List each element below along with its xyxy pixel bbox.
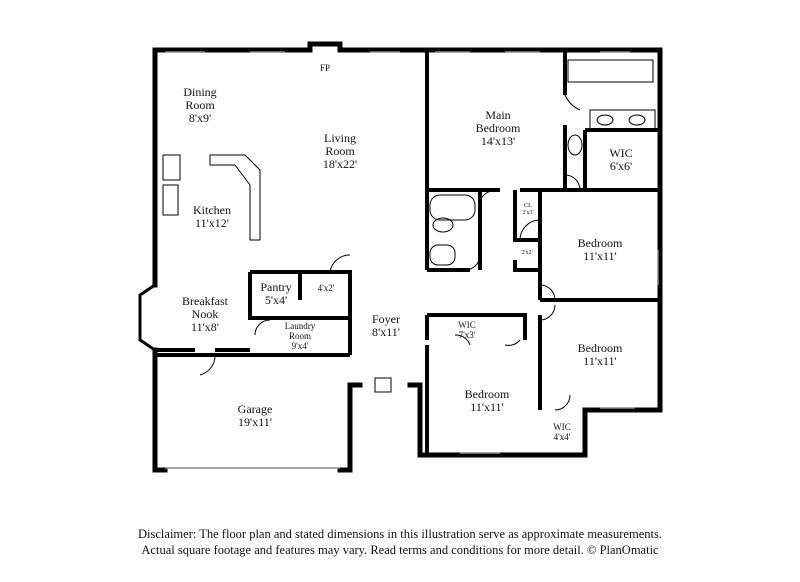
disclaimer-line-1: Disclaimer: The floor plan and stated di… (138, 527, 662, 541)
fixtures (162, 59, 656, 411)
small-closet-label: 2'x2' (521, 250, 533, 256)
closet-4x2-label: 4'x2' (317, 283, 335, 293)
disclaimer-line-2: Actual square footage and features may v… (141, 543, 659, 557)
disclaimer: Disclaimer: The floor plan and stated di… (0, 526, 800, 558)
exterior-walls (138, 41, 663, 473)
fireplace-label: FP (319, 63, 331, 73)
windows (165, 51, 659, 469)
